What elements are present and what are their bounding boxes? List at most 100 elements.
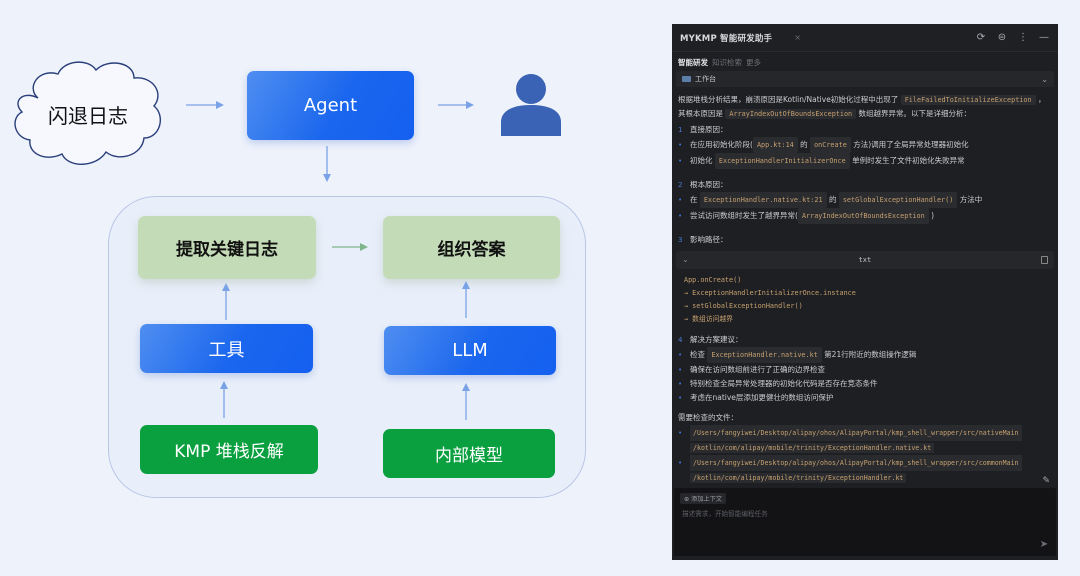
- bullet-icon: •: [678, 212, 683, 220]
- refresh-icon[interactable]: ⟳: [976, 32, 986, 43]
- arrow-right-icon: [332, 243, 368, 251]
- tab-smart-dev[interactable]: 智能研发: [678, 57, 708, 67]
- collapse-chevron-icon[interactable]: ⌄: [682, 255, 689, 264]
- section-root-cause: 2 根本原因：: [678, 178, 1052, 192]
- file-item: • /Users/fangyiwei/Desktop/alipay/ohos/A…: [678, 425, 1052, 441]
- section-number: 3: [678, 236, 683, 244]
- item-text: 在应用初始化阶段(: [690, 140, 753, 149]
- arrow-up-icon: [462, 281, 470, 318]
- code-line: → 数组访问越界: [684, 315, 733, 323]
- add-context-button[interactable]: ⊕ 添加上下文: [680, 493, 727, 504]
- chat-input[interactable]: [682, 510, 982, 518]
- section-number: 1: [678, 126, 683, 134]
- item-text: 确保在访问数组前进行了正确的边界检查: [690, 365, 825, 374]
- workspace-label: 工作台: [695, 75, 716, 83]
- inline-code: ArrayIndexOutOfBoundsException: [797, 208, 929, 224]
- copy-icon[interactable]: [1041, 256, 1048, 264]
- panel-header: MYKMP 智能研发助手 × ⟳ ⊜ ⋮ —: [672, 24, 1058, 52]
- inline-code: ExceptionHandler.native.kt: [707, 347, 822, 363]
- file-path[interactable]: /Users/fangyiwei/Desktop/alipay/ohos/Ali…: [690, 455, 1022, 471]
- file-path[interactable]: /Users/fangyiwei/Desktop/alipay/ohos/Ali…: [690, 425, 1022, 441]
- folder-icon: [682, 76, 691, 82]
- panel-title: MYKMP 智能研发助手: [680, 33, 773, 44]
- list-item: • 考虑在native层添加更健壮的数组访问保护: [678, 391, 1052, 405]
- cloud-shape: [14, 61, 162, 165]
- extract-key-logs-label: 提取关键日志: [176, 240, 278, 260]
- llm-box: LLM: [384, 326, 556, 375]
- list-item: • 在应用初始化阶段( App.kt:14 的 onCreate 方法)调用了全…: [678, 137, 1052, 153]
- internal-model-box: 内部模型: [383, 429, 555, 478]
- item-text: 考虑在native层添加更健壮的数组访问保护: [690, 393, 834, 402]
- code-block-header: ⌄ txt: [676, 251, 1054, 269]
- bullet-icon: •: [678, 366, 683, 374]
- tab-bar: 智能研发 知识检索 更多: [672, 52, 1058, 68]
- settings-icon[interactable]: ⊜: [997, 32, 1007, 43]
- crash-log-cloud: 闪退日志: [8, 58, 168, 170]
- section-direct-cause: 1 直接原因：: [678, 123, 1052, 137]
- send-icon[interactable]: ➤: [1039, 538, 1049, 550]
- item-text: 检查: [690, 350, 705, 359]
- intro-text: ，其根本原因是: [678, 95, 1046, 118]
- bullet-icon: •: [678, 196, 683, 204]
- list-item: • 检查 ExceptionHandler.native.kt 第21行附近的数…: [678, 347, 1052, 363]
- file-path-continuation: /kotlin/com/alipay/mobile/trinity/Except…: [678, 471, 1052, 485]
- arrow-up-icon: [222, 283, 230, 320]
- kmp-stack-decode-box: KMP 堆栈反解: [140, 425, 318, 474]
- arrow-right-icon: [438, 101, 474, 109]
- bullet-icon: •: [678, 459, 683, 467]
- file-path-continuation: /kotlin/com/alipay/mobile/trinity/Except…: [678, 441, 1052, 455]
- minimize-icon[interactable]: —: [1039, 32, 1049, 43]
- crash-log-label: 闪退日志: [48, 103, 128, 128]
- tab-knowledge-search[interactable]: 知识检索: [712, 57, 742, 67]
- inline-code: setGlobalExceptionHandler(): [838, 192, 958, 208]
- list-item: • 初始化 ExceptionHandlerInitializerOnce 单例…: [678, 153, 1052, 169]
- inline-code: ExceptionHandlerInitializerOnce: [714, 153, 850, 169]
- agent-box: Agent: [247, 71, 414, 140]
- bullet-icon: •: [678, 394, 683, 402]
- inline-code: onCreate: [810, 137, 851, 153]
- file-path[interactable]: /kotlin/com/alipay/mobile/trinity/Except…: [690, 443, 935, 453]
- tools-label: 工具: [208, 339, 245, 361]
- file-item: • /Users/fangyiwei/Desktop/alipay/ohos/A…: [678, 455, 1052, 471]
- intro-paragraph: 根据堆栈分析结果，崩溃原因是Kotlin/Native初始化过程中出现了 Fil…: [678, 93, 1052, 121]
- arrow-up-icon: [462, 383, 470, 420]
- chat-input-area: ⊕ 添加上下文 ➤: [674, 488, 1056, 556]
- item-text: 单例时发生了文件初始化失败异常: [852, 156, 965, 165]
- code-block-body: App.onCreate() → ExceptionHandlerInitial…: [676, 269, 1054, 331]
- item-text: 的: [800, 140, 808, 149]
- tools-box: 工具: [140, 324, 313, 373]
- bullet-icon: •: [678, 351, 683, 359]
- item-text: 方法)调用了全局异常处理器初始化: [853, 140, 969, 149]
- item-text: 特别检查全局异常处理器的初始化代码是否存在竞态条件: [690, 379, 878, 388]
- tab-more[interactable]: 更多: [746, 57, 761, 67]
- arrow-right-icon: [186, 101, 224, 109]
- item-text: 尝试访问数组时发生了越界异常(: [690, 211, 798, 220]
- file-path[interactable]: /kotlin/com/alipay/mobile/trinity/Except…: [690, 473, 907, 483]
- list-item: • 尝试访问数组时发生了越界异常( ArrayIndexOutOfBoundsE…: [678, 208, 1052, 224]
- organize-answer-box: 组织答案: [383, 216, 560, 279]
- inline-code: App.kt:14: [752, 137, 798, 153]
- section-number: 4: [678, 336, 683, 344]
- code-language: txt: [858, 256, 872, 264]
- intro-text: 数组越界异常。以下是详细分析：: [858, 109, 972, 118]
- magic-wand-icon[interactable]: ✎: [1042, 476, 1050, 486]
- bullet-icon: •: [678, 141, 683, 149]
- list-item: • 确保在访问数组前进行了正确的边界检查: [678, 363, 1052, 377]
- close-tab-button[interactable]: ×: [794, 33, 801, 42]
- bullet-icon: •: [678, 429, 683, 437]
- llm-label: LLM: [452, 340, 488, 361]
- inline-code: ExceptionHandler.native.kt:21: [699, 192, 827, 208]
- section-title: 解决方案建议：: [690, 335, 743, 344]
- section-title: 根本原因：: [690, 180, 728, 189]
- workspace-selector[interactable]: 工作台 ⌄: [676, 71, 1054, 87]
- item-text: ): [931, 211, 935, 220]
- item-text: 初始化: [690, 156, 713, 165]
- assistant-panel: MYKMP 智能研发助手 × ⟳ ⊜ ⋮ — 智能研发 知识检索 更多 工作台 …: [672, 24, 1058, 560]
- inline-code: ArrayIndexOutOfBoundsException: [725, 109, 857, 119]
- list-item: • 在 ExceptionHandler.native.kt:21 的 setG…: [678, 192, 1052, 208]
- item-text: 第21行附近的数组操作逻辑: [824, 350, 917, 359]
- chevron-down-icon: ⌄: [1041, 74, 1048, 84]
- more-icon[interactable]: ⋮: [1018, 32, 1028, 43]
- item-text: 方法中: [959, 195, 983, 204]
- code-line: → setGlobalExceptionHandler(): [684, 302, 803, 310]
